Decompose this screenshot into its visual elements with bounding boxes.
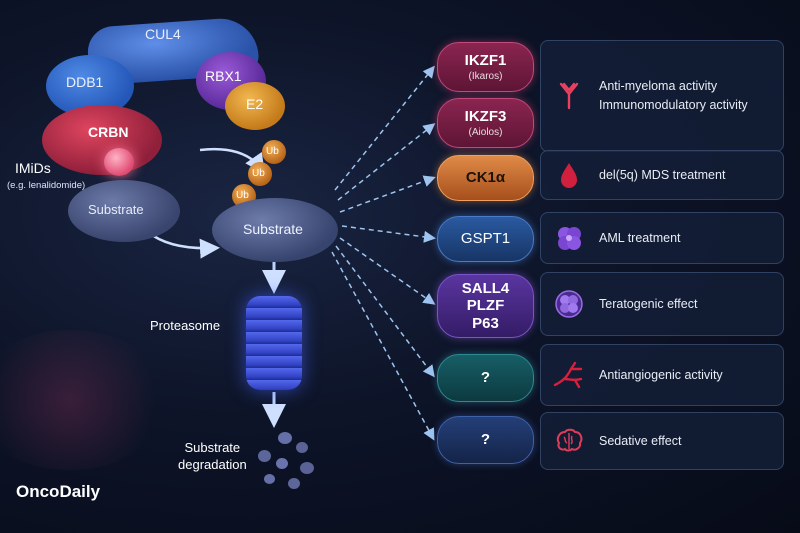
rbx1-label: RBX1 — [205, 68, 242, 84]
target-ikzf3: IKZF3(Aiolos) — [437, 98, 534, 148]
e2-protein — [225, 82, 285, 130]
effect-panel-sedative: Sedative effect — [540, 412, 784, 470]
target-ikzf1: IKZF1(Ikaros) — [437, 42, 534, 92]
target-arrow-1 — [334, 65, 435, 191]
effect-panel-aml: AML treatment — [540, 212, 784, 264]
target-ck1a: CK1α — [437, 155, 534, 201]
effect-text-immunomodulatory: Immunomodulatory activity — [599, 98, 748, 112]
effect-text-mds: del(5q) MDS treatment — [599, 167, 726, 182]
target-arrow-7 — [331, 251, 435, 441]
target-arrow-4 — [341, 225, 436, 243]
target-arrow-5 — [339, 237, 436, 305]
crbn-protein — [42, 105, 162, 175]
ub-label-1: Ub — [266, 146, 279, 157]
blood-vessel-icon — [553, 361, 583, 389]
proteasome-label: Proteasome — [150, 318, 221, 333]
brain-icon — [556, 428, 583, 452]
substrate-main-label: Substrate — [243, 221, 303, 237]
effect-text-aml: AML treatment — [599, 230, 681, 245]
cell-cluster-icon — [558, 227, 581, 250]
target-unknown-1: ? — [437, 354, 534, 402]
effect-text-teratogenic: Teratogenic effect — [599, 296, 698, 311]
e2-label: E2 — [246, 96, 264, 112]
effect-text-anti-myeloma: Anti-myeloma activity — [599, 79, 718, 94]
embryo-icon — [555, 290, 583, 318]
blood-drop-icon — [561, 163, 577, 188]
substrate-left-label: Substrate — [88, 202, 144, 217]
ddb1-label: DDB1 — [66, 74, 104, 90]
substrate-main — [212, 198, 338, 262]
antibody-icon — [559, 82, 579, 110]
background-glow — [0, 330, 170, 470]
effect-panel-myeloma: Anti-myeloma activity Immunomodulatory a… — [540, 40, 784, 152]
effect-panel-antiangiogenic: Antiangiogenic activity — [540, 344, 784, 406]
imids-example-label: (e.g. lenalidomide) — [7, 180, 86, 191]
ub-bead-2 — [248, 162, 272, 186]
target-unknown-2: ? — [437, 416, 534, 464]
imids-label: IMiDs — [15, 160, 51, 176]
imid-molecule — [104, 148, 134, 176]
crbn-label: CRBN — [88, 124, 129, 140]
target-arrow-3 — [339, 175, 436, 213]
target-arrow-6 — [335, 245, 435, 378]
substrate-left — [68, 180, 180, 242]
ub-label-2: Ub — [252, 168, 265, 179]
target-gspt1: GSPT1 — [437, 216, 534, 262]
brand-logo: OncoDaily — [16, 482, 101, 501]
effect-panel-mds: del(5q) MDS treatment — [540, 150, 784, 200]
effect-text-sedative: Sedative effect — [599, 433, 682, 448]
target-arrow-2 — [337, 123, 436, 201]
ub-label-3: Ub — [236, 190, 249, 201]
proteasome — [246, 296, 302, 390]
degradation-fragments — [248, 432, 328, 492]
ub-bead-1 — [262, 140, 286, 164]
effect-text-antiangiogenic: Antiangiogenic activity — [599, 367, 723, 382]
cul4-label: CUL4 — [145, 26, 181, 42]
effect-panel-teratogenic: Teratogenic effect — [540, 272, 784, 336]
